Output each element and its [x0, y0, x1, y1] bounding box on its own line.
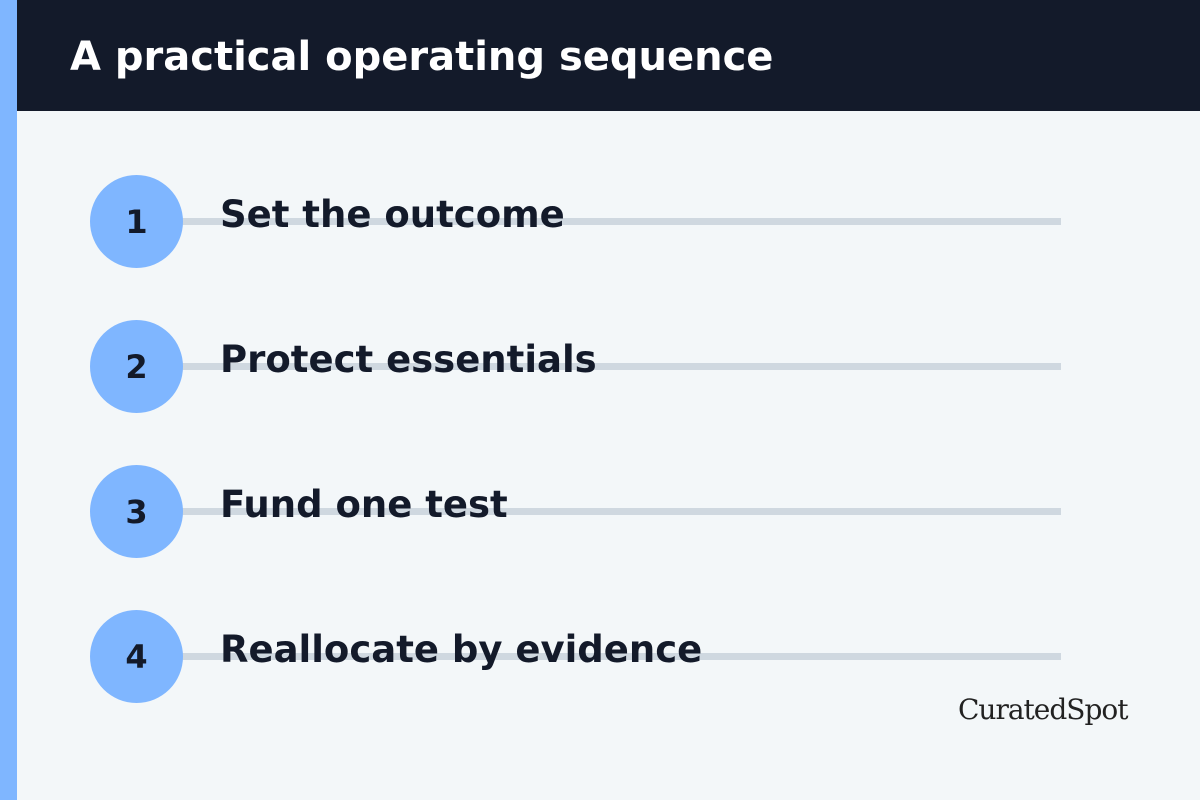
- step-connector-line: [180, 218, 1061, 225]
- step-number-circle: 3: [90, 465, 183, 558]
- brand-logo: CuratedSpot: [958, 693, 1128, 726]
- page-title: A practical operating sequence: [70, 34, 774, 80]
- step-number: 1: [125, 202, 148, 241]
- step-label: Protect essentials: [220, 338, 597, 381]
- step-label: Set the outcome: [220, 193, 565, 236]
- step-label: Reallocate by evidence: [220, 628, 703, 671]
- step-number: 2: [125, 347, 148, 386]
- step-connector-line: [180, 508, 1061, 515]
- step-connector-line: [180, 653, 1061, 660]
- step-1: 1 Set the outcome: [0, 175, 1200, 269]
- left-accent-bar: [0, 0, 17, 800]
- header-banner: A practical operating sequence: [17, 0, 1200, 111]
- step-2: 2 Protect essentials: [0, 320, 1200, 414]
- step-number-circle: 1: [90, 175, 183, 268]
- step-number: 3: [125, 492, 148, 531]
- step-label: Fund one test: [220, 483, 508, 526]
- step-3: 3 Fund one test: [0, 465, 1200, 559]
- step-number-circle: 4: [90, 610, 183, 703]
- step-connector-line: [180, 363, 1061, 370]
- step-number: 4: [125, 637, 148, 676]
- step-4: 4 Reallocate by evidence: [0, 610, 1200, 704]
- step-number-circle: 2: [90, 320, 183, 413]
